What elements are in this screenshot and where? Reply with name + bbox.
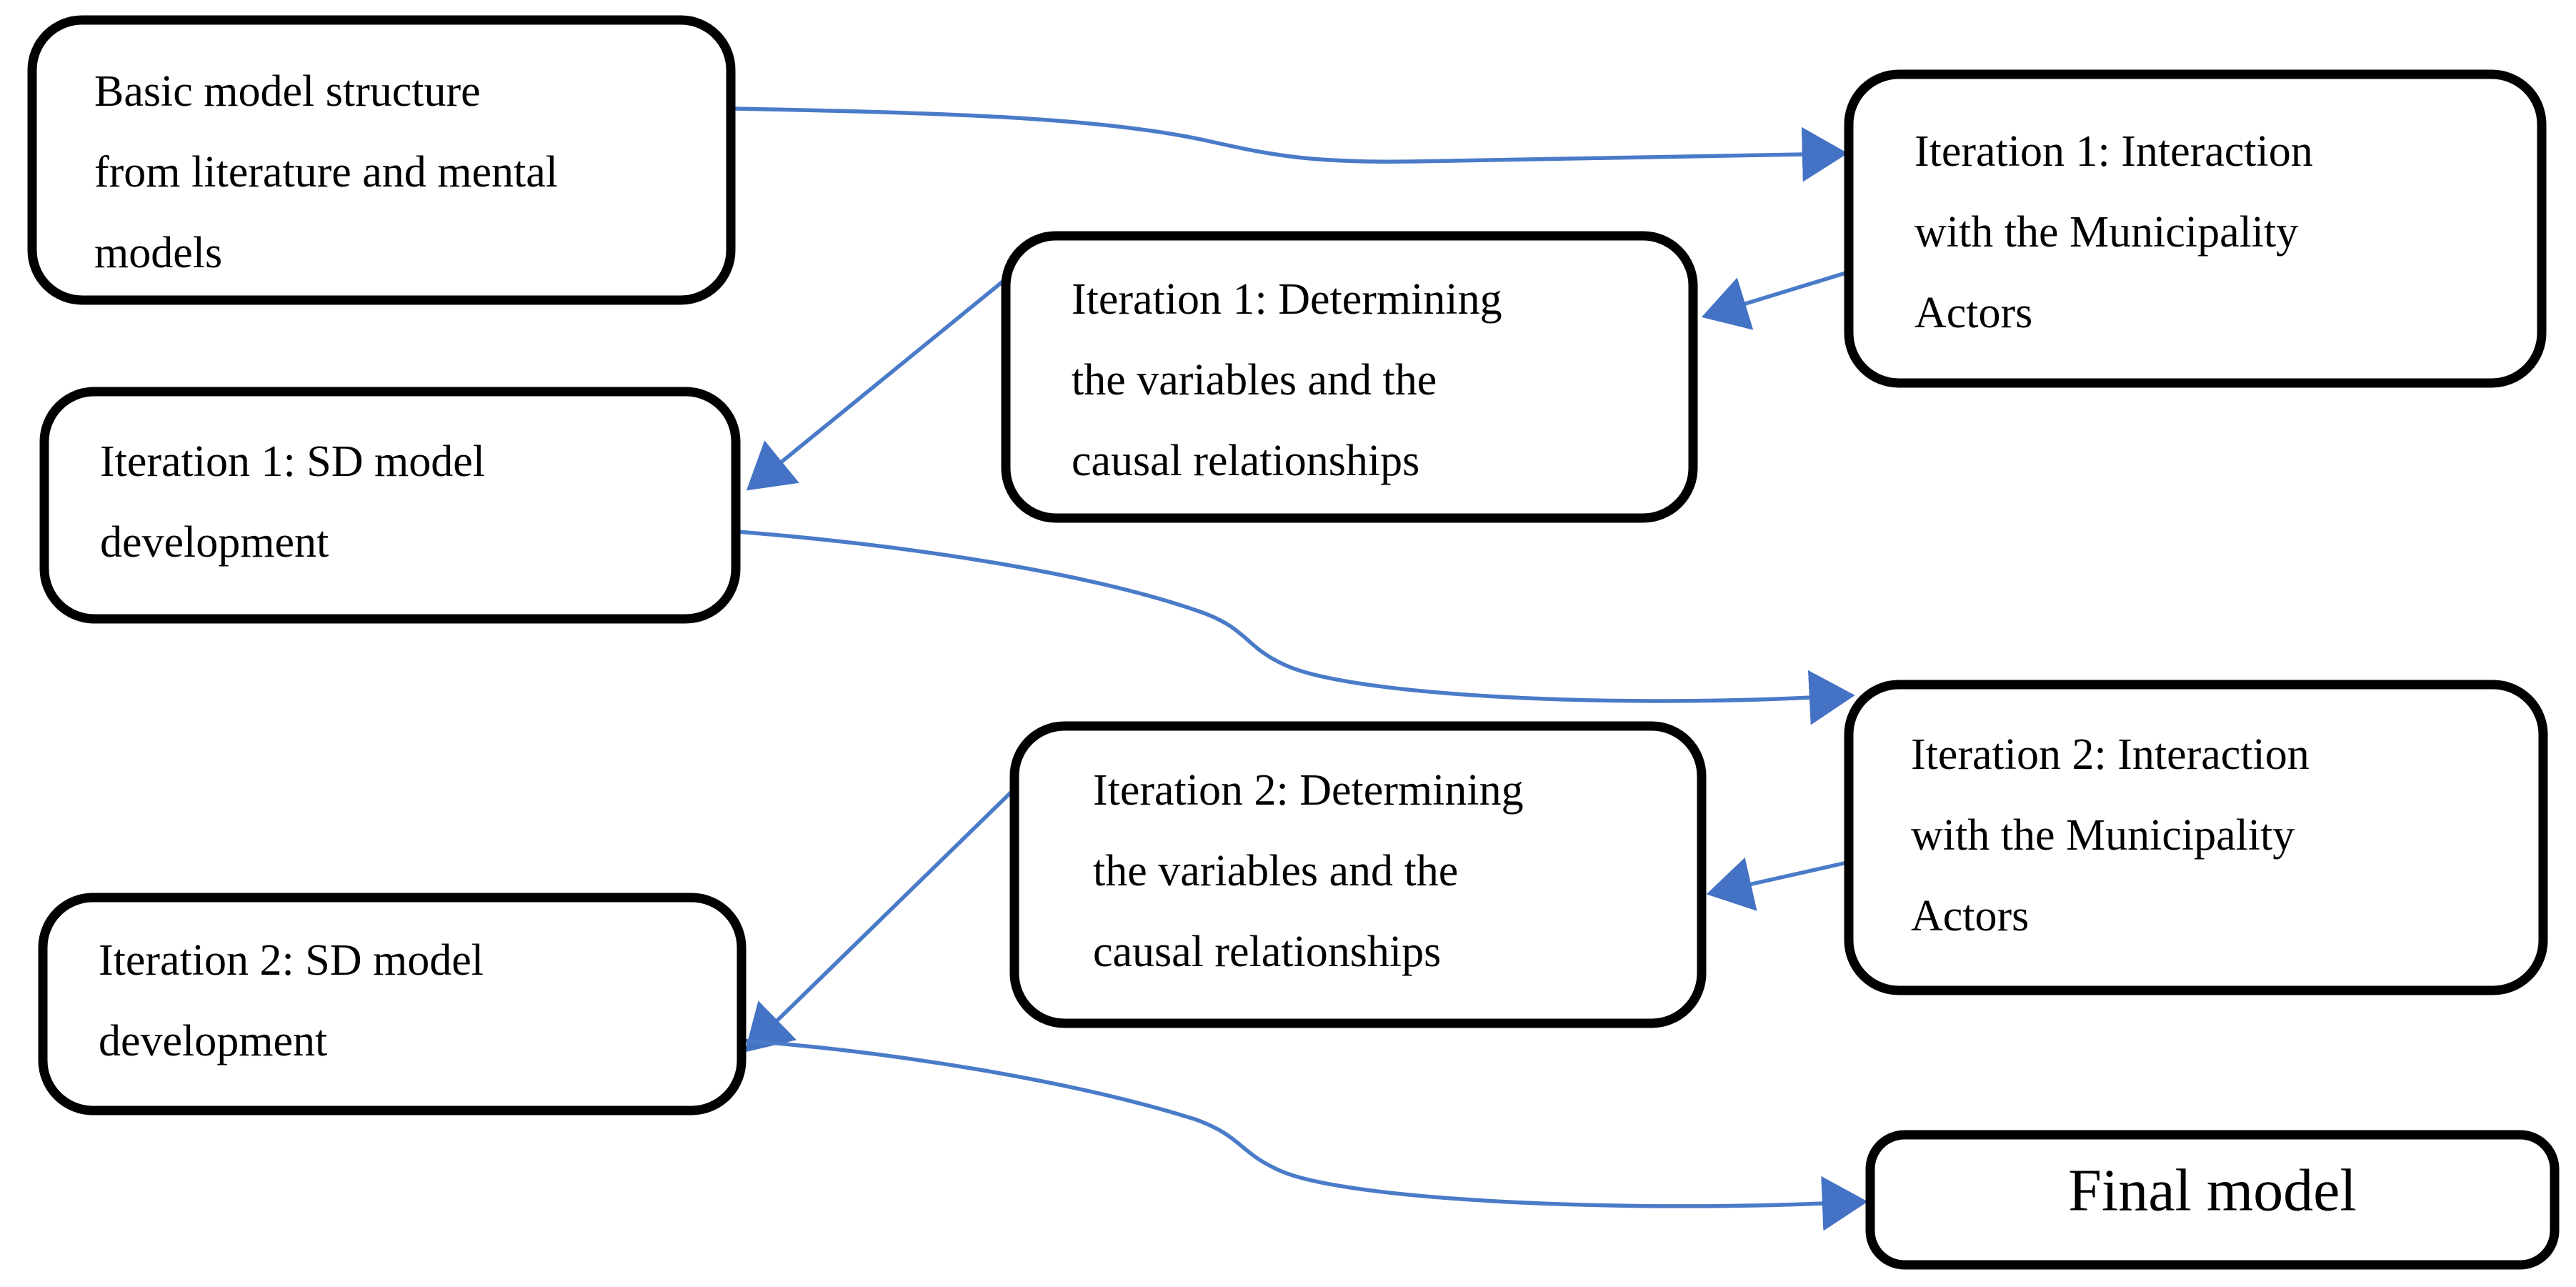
node-label-iteration1-determining-line2: the variables and the — [1072, 356, 1437, 404]
node-label-basic-model-structure-line1: Basic model structure — [94, 67, 481, 116]
node-box-iteration2-determining — [1009, 721, 1707, 1028]
arrow-iteration2-determining-to-iteration2-sd-model — [744, 789, 1014, 1053]
node-label-iteration2-sd-model-line2: development — [99, 1017, 327, 1065]
node-label-iteration1-determining-line3: causal relationships — [1072, 437, 1419, 485]
node-label-iteration2-determining-line1: Iteration 2: Determining — [1093, 766, 1524, 815]
node-label-iteration2-interaction-line1: Iteration 2: Interaction — [1911, 730, 2310, 779]
node-box-iteration1-interaction — [1844, 69, 2547, 388]
node-iteration2-interaction: Iteration 2: Interaction with the Municip… — [1844, 680, 2548, 995]
arrow-iteration2-interaction-to-iteration2-determining — [1706, 857, 1851, 911]
node-label-iteration1-sd-model-line2: development — [100, 518, 329, 567]
node-label-iteration1-determining-line1: Iteration 1: Determining — [1072, 275, 1502, 324]
node-label-basic-model-structure-line2: from literature and mental — [94, 148, 558, 197]
node-label-iteration1-interaction-line3: Actors — [1914, 289, 2032, 337]
node-label-iteration2-sd-model-line1: Iteration 2: SD model — [99, 936, 484, 985]
node-box-iteration2-sd-model — [38, 893, 747, 1115]
node-iteration2-sd-model: Iteration 2: SD model development — [38, 893, 747, 1115]
node-iteration2-determining: Iteration 2: Determining the variables an… — [1009, 721, 1707, 1028]
node-label-iteration1-interaction-line2: with the Municipality — [1914, 208, 2298, 257]
node-label-iteration2-interaction-line2: with the Municipality — [1911, 811, 2295, 860]
node-box-iteration1-determining — [1001, 231, 1698, 523]
node-iteration1-determining: Iteration 1: Determining the variables an… — [1001, 231, 1698, 523]
node-label-iteration2-determining-line2: the variables and the — [1093, 847, 1458, 895]
node-label-iteration1-sd-model-line1: Iteration 1: SD model — [100, 437, 485, 486]
arrow-iteration2-sd-model-to-final-model — [742, 1038, 1868, 1231]
node-box-iteration2-interaction — [1844, 680, 2548, 995]
node-iteration1-interaction: Iteration 1: Interaction with the Municip… — [1844, 69, 2547, 388]
node-label-final-model-line1: Final model — [2068, 1157, 2357, 1223]
node-final-model: Final model — [1865, 1130, 2560, 1270]
node-label-iteration2-interaction-line3: Actors — [1911, 892, 2029, 940]
node-box-final-model — [1865, 1130, 2560, 1270]
arrow-iteration1-determining-to-iteration1-sd-model — [746, 278, 1006, 491]
node-label-iteration1-interaction-line1: Iteration 1: Interaction — [1914, 127, 2313, 176]
arrow-iteration1-interaction-to-iteration1-determining — [1701, 269, 1851, 330]
node-basic-model-structure: Basic model structure from literature and… — [27, 15, 736, 305]
node-label-basic-model-structure-line3: models — [94, 229, 222, 277]
node-iteration1-sd-model: Iteration 1: SD model development — [39, 387, 741, 624]
nodes-layer: Basic model structure from literature and… — [27, 15, 2560, 1270]
node-label-iteration2-determining-line3: causal relationships — [1093, 928, 1441, 976]
edges-layer — [734, 106, 1868, 1231]
node-box-iteration1-sd-model — [39, 387, 741, 624]
node-box-basic-model-structure — [27, 15, 736, 305]
arrow-iteration1-sd-model-to-iteration2-interaction — [737, 530, 1855, 725]
arrow-basic-model-structure-to-iteration1-interaction — [734, 106, 1848, 182]
